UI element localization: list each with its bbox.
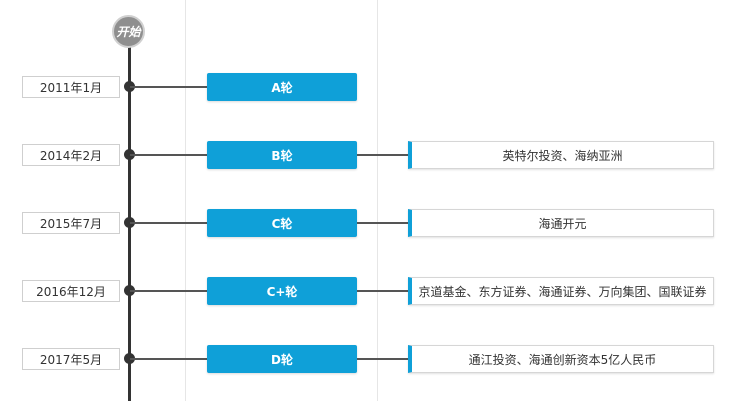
timeline-node xyxy=(124,217,135,228)
connector-line xyxy=(130,154,208,156)
timeline-node xyxy=(124,353,135,364)
connector-line xyxy=(357,222,409,224)
investor-box: 通江投资、海通创新资本5亿人民币 xyxy=(408,345,714,373)
connector-line xyxy=(357,358,409,360)
investor-box: 英特尔投资、海纳亚洲 xyxy=(408,141,714,169)
start-badge: 开始 xyxy=(112,15,145,48)
connector-line xyxy=(130,222,208,224)
connector-line xyxy=(357,154,409,156)
connector-line xyxy=(130,290,208,292)
timeline-row: 2017年5月 D轮 通江投资、海通创新资本5亿人民币 xyxy=(0,345,729,375)
investor-box: 海通开元 xyxy=(408,209,714,237)
column-divider-left xyxy=(185,0,186,401)
timeline-row: 2015年7月 C轮 海通开元 xyxy=(0,209,729,239)
connector-line xyxy=(357,290,409,292)
column-divider-right xyxy=(377,0,378,401)
round-button[interactable]: B轮 xyxy=(207,141,357,169)
date-label: 2017年5月 xyxy=(22,348,120,370)
round-button[interactable]: C轮 xyxy=(207,209,357,237)
date-label: 2015年7月 xyxy=(22,212,120,234)
round-button[interactable]: A轮 xyxy=(207,73,357,101)
date-label: 2016年12月 xyxy=(22,280,120,302)
connector-line xyxy=(130,358,208,360)
date-label: 2014年2月 xyxy=(22,144,120,166)
date-label: 2011年1月 xyxy=(22,76,120,98)
timeline-row: 2011年1月 A轮 xyxy=(0,73,729,103)
timeline-node xyxy=(124,81,135,92)
connector-line xyxy=(130,86,208,88)
timeline-node xyxy=(124,285,135,296)
investor-box: 京道基金、东方证券、海通证券、万向集团、国联证券 xyxy=(408,277,714,305)
timeline-row: 2016年12月 C+轮 京道基金、东方证券、海通证券、万向集团、国联证券 xyxy=(0,277,729,307)
round-button[interactable]: C+轮 xyxy=(207,277,357,305)
timeline-node xyxy=(124,149,135,160)
round-button[interactable]: D轮 xyxy=(207,345,357,373)
timeline-row: 2014年2月 B轮 英特尔投资、海纳亚洲 xyxy=(0,141,729,171)
